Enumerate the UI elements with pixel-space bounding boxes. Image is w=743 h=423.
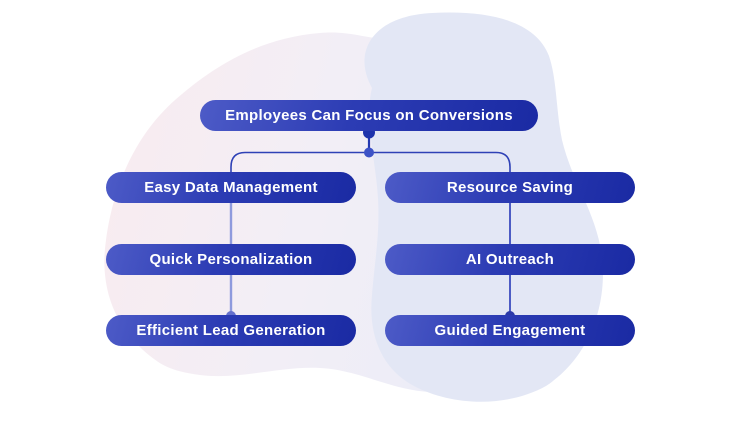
- node-efficient-lead-generation: Efficient Lead Generation: [106, 315, 356, 346]
- node-label: Resource Saving: [446, 179, 574, 196]
- bracket-dot: [364, 147, 374, 158]
- node-label: Efficient Lead Generation: [136, 322, 326, 339]
- node-guided-engagement: Guided Engagement: [385, 315, 635, 346]
- node-resource-saving: Resource Saving: [385, 172, 635, 203]
- node-label: AI Outreach: [465, 251, 555, 268]
- node-ai-outreach: AI Outreach: [385, 244, 635, 275]
- node-root-label: Employees Can Focus on Conversions: [225, 107, 513, 124]
- node-easy-data-management: Easy Data Management: [106, 172, 356, 203]
- node-root: Employees Can Focus on Conversions: [200, 100, 538, 131]
- node-label: Easy Data Management: [144, 179, 318, 196]
- node-quick-personalization: Quick Personalization: [106, 244, 356, 275]
- node-label: Guided Engagement: [434, 322, 586, 339]
- node-label: Quick Personalization: [149, 251, 313, 268]
